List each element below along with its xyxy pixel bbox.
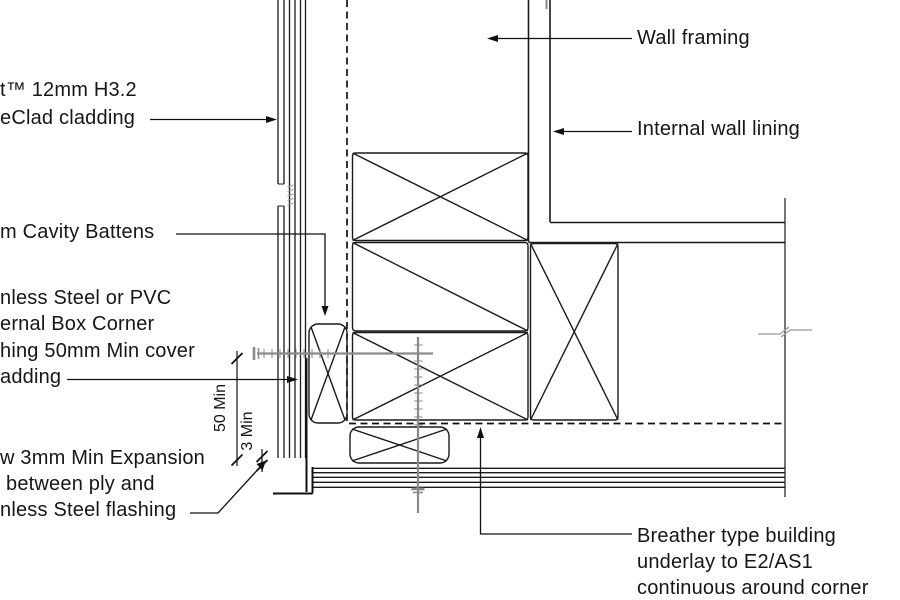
label-underlay-line3: continuous around corner: [637, 577, 869, 599]
building-underlay-dashed: [346, 0, 785, 425]
label-wall-framing: Wall framing: [637, 27, 750, 49]
dimension-lines: [230, 351, 269, 472]
corner-flashing: [273, 358, 314, 495]
ply-cladding-bottom: [313, 467, 785, 488]
ply-cladding-left: [277, 0, 307, 458]
label-cladding-line2: eClad cladding: [0, 107, 136, 129]
cladding-sheet-joint-hatch: [287, 184, 294, 206]
dimension-3-min: 3 Min: [239, 411, 256, 451]
label-expansion-gap-line1: w 3mm Min Expansion: [0, 447, 205, 469]
label-corner-flashing-line4: adding: [0, 366, 62, 388]
wall-framing-studs: [351, 152, 619, 421]
leader-arrowheads: [256, 35, 564, 471]
label-expansion-gap-line2: between ply and: [6, 473, 155, 495]
label-underlay-line2: underlay to E2/AS1: [637, 551, 813, 573]
internal-wall-lining-lines: [527, 0, 785, 244]
break-mark: [758, 326, 812, 338]
label-expansion-gap-line3: nless Steel flashing: [0, 499, 177, 521]
label-corner-flashing-line2: ernal Box Corner: [0, 313, 155, 335]
label-cavity-battens: m Cavity Battens: [0, 221, 155, 243]
dimension-50-min: 50 Min: [212, 383, 229, 433]
screw-fixings: [252, 0, 548, 513]
cavity-batten-boxes: [308, 323, 450, 464]
label-underlay-line1: Breather type building: [637, 525, 836, 547]
label-cladding-line1: t™ 12mm H3.2: [0, 79, 137, 101]
label-corner-flashing-line3: hing 50mm Min cover: [0, 340, 195, 362]
leader-lines: [67, 37, 632, 535]
label-corner-flashing-line1: nless Steel or PVC: [0, 287, 172, 309]
label-internal-wall-lining: Internal wall lining: [637, 118, 800, 140]
